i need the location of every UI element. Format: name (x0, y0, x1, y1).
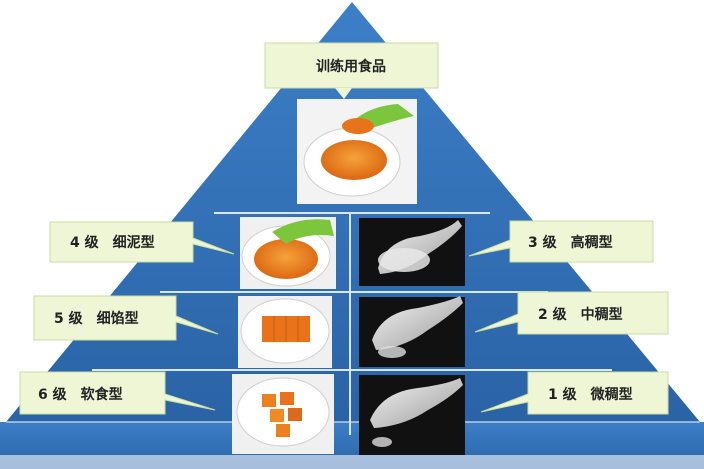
callout-level-4: 4 级 细泥型 (49, 221, 235, 263)
callout-level-6: 6 级 软食型 (19, 371, 216, 415)
level-4-label: 4 级 细泥型 (70, 234, 155, 251)
level-3-label: 3 级 高稠型 (528, 234, 613, 251)
callout-level-3: 3 级 高稠型 (468, 220, 654, 263)
title-callout: 训练用食品 (264, 42, 439, 99)
level-1-label: 1 级 微稠型 (548, 386, 633, 403)
page-title: 训练用食品 (316, 58, 386, 75)
photo-level-6 (232, 374, 334, 454)
photo-level-4 (240, 217, 336, 289)
level-5-label: 5 级 细馅型 (54, 310, 139, 327)
photo-level-2 (359, 296, 465, 367)
base-fade (0, 455, 704, 469)
callout-level-5: 5 级 细馅型 (33, 295, 219, 341)
callout-level-2: 2 级 中稠型 (474, 291, 669, 335)
photo-level-3 (359, 218, 465, 286)
photo-training-food (297, 99, 417, 204)
photo-level-1 (359, 375, 465, 455)
level-2-label: 2 级 中稠型 (538, 306, 623, 323)
callout-level-1: 1 级 微稠型 (480, 371, 669, 415)
photo-level-5 (238, 296, 332, 368)
level-6-label: 6 级 软食型 (38, 386, 123, 403)
